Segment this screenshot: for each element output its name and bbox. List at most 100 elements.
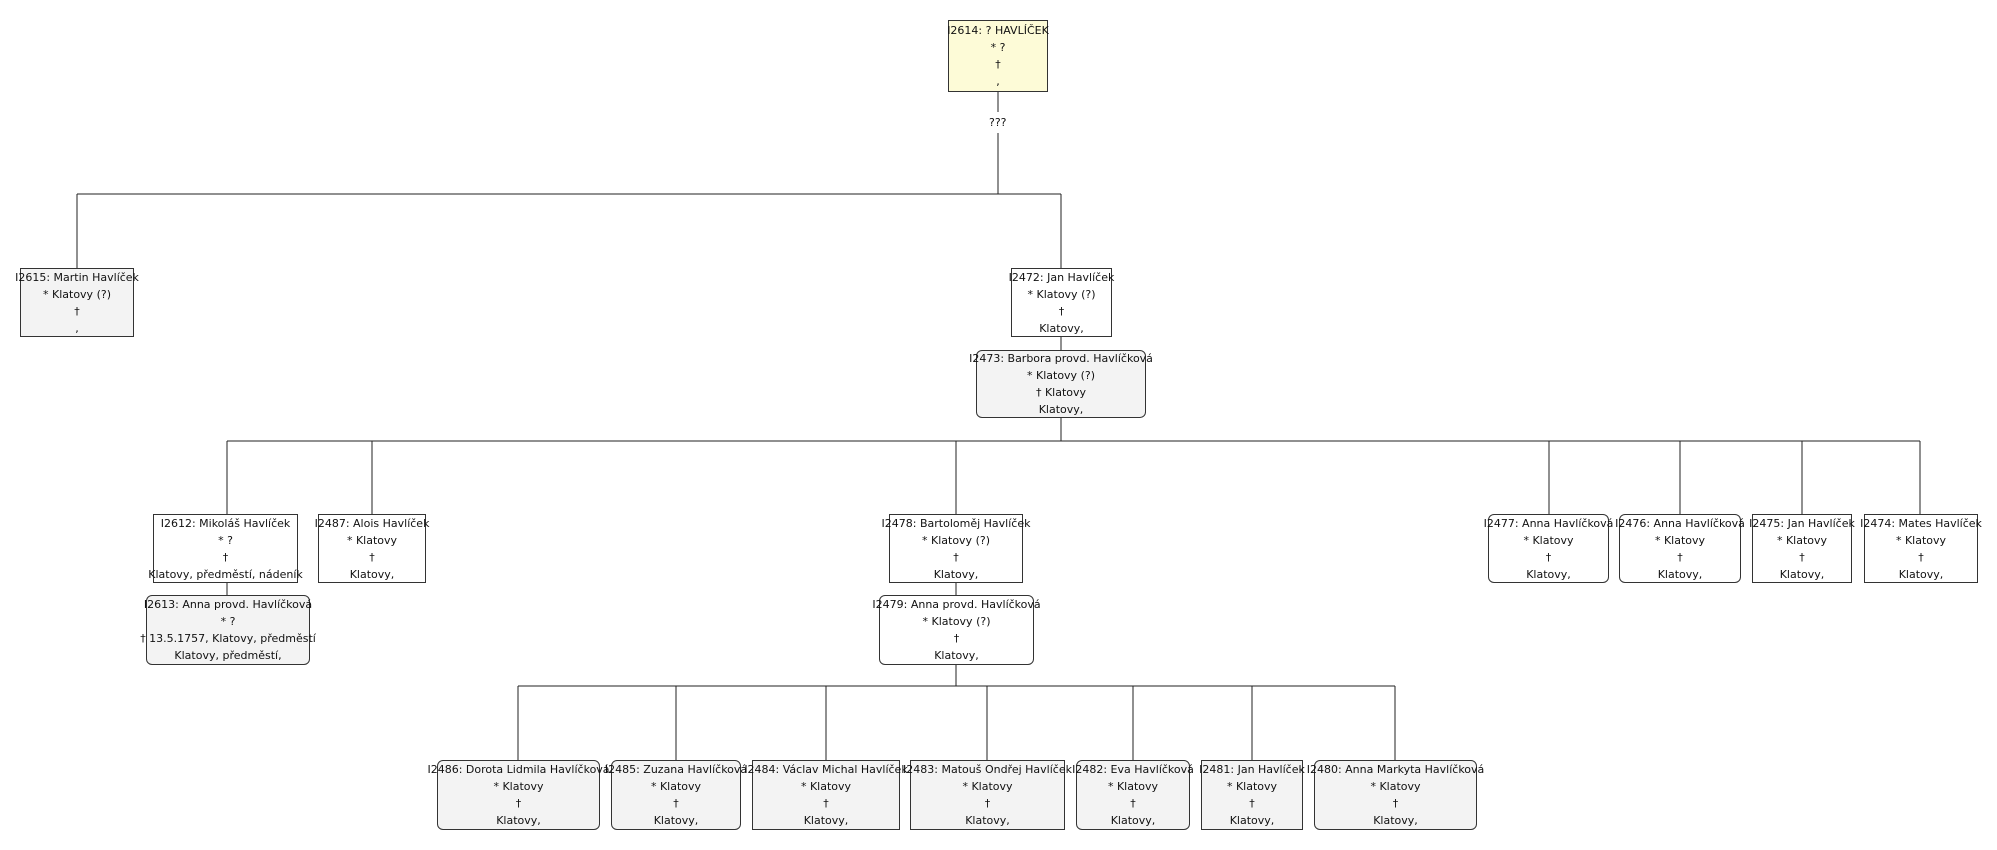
person-death: † <box>953 550 959 564</box>
person-birth: * Klatovy <box>1523 533 1574 547</box>
person-birth: * Klatovy <box>1776 533 1828 547</box>
person-box-I2476[interactable]: I2476: Anna Havlíčková * Klatovy † Klato… <box>1615 514 1745 583</box>
person-name: I2481: Jan Havlíček <box>1199 763 1305 776</box>
person-name: I2615: Martin Havlíček <box>15 270 139 284</box>
person-box-I2483[interactable]: I2483: Matouš Ondřej Havlíček * Klatovy … <box>903 760 1072 830</box>
person-birth: * Klatovy <box>1895 533 1947 547</box>
person-death: † Klatovy <box>1035 386 1087 399</box>
person-extra: Klatovy, <box>349 567 395 581</box>
person-box-I2475[interactable]: I2475: Jan Havlíček * Klatovy † Klatovy, <box>1749 514 1855 583</box>
person-birth: * Klatovy <box>1370 780 1421 793</box>
person-name: I2479: Anna provd. Havlíčková <box>872 598 1041 611</box>
person-death: † <box>1058 304 1065 318</box>
person-extra: Klatovy, <box>496 814 541 827</box>
person-birth: * ? <box>218 533 233 547</box>
person-death: † <box>222 550 229 564</box>
person-name: I2482: Eva Havlíčková <box>1072 763 1194 776</box>
person-name: I2473: Barbora provd. Havlíčková <box>969 352 1153 365</box>
person-box-I2478[interactable]: I2478: Bartoloměj Havlíček * Klatovy (?)… <box>882 514 1030 583</box>
person-box-I2485[interactable]: I2485: Zuzana Havlíčková * Klatovy † Kla… <box>605 760 747 830</box>
person-extra: Klatovy, <box>934 649 979 662</box>
person-extra: Klatovy, <box>1526 567 1571 581</box>
person-death: † <box>1392 797 1399 810</box>
person-extra: Klatovy, <box>803 814 849 827</box>
root-family-label: ??? <box>989 116 1007 129</box>
person-name: I2480: Anna Markyta Havlíčková <box>1306 763 1485 776</box>
person-name: I2614: ? HAVLÍČEK <box>947 24 1049 37</box>
person-name: I2472: Jan Havlíček <box>1008 270 1115 284</box>
person-extra: Klatovy, <box>1229 814 1275 827</box>
person-death: † <box>673 797 679 810</box>
person-name: I2612: Mikoláš Havlíček <box>160 516 291 530</box>
person-death: † <box>953 632 960 645</box>
person-name: I2483: Matouš Ondřej Havlíček <box>903 763 1072 776</box>
person-extra: Klatovy, <box>653 814 699 827</box>
person-extra: Klatovy, <box>933 567 979 581</box>
person-birth: * Klatovy <box>346 533 398 547</box>
person-birth: * Klatovy <box>1226 780 1278 793</box>
person-extra: , <box>75 321 79 335</box>
person-box-I2613[interactable]: I2613: Anna provd. Havlíčková * ? † 13.5… <box>140 595 316 665</box>
person-death: † <box>1799 550 1805 564</box>
person-birth: * Klatovy <box>1107 780 1159 793</box>
person-death: † <box>74 304 80 318</box>
person-extra: , <box>996 75 1000 88</box>
person-death: † <box>995 58 1001 71</box>
person-extra: Klatovy, předměstí, nádeník <box>148 567 303 581</box>
person-birth: * Klatovy <box>493 780 544 793</box>
person-birth: * ? <box>220 615 236 628</box>
person-birth: * Klatovy (?) <box>1027 369 1095 382</box>
person-box-I2474[interactable]: I2474: Mates Havlíček * Klatovy † Klatov… <box>1860 514 1982 583</box>
person-extra: Klatovy, <box>1779 567 1825 581</box>
person-name: I2476: Anna Havlíčková <box>1615 516 1745 530</box>
person-extra: Klatovy, <box>1657 567 1703 581</box>
person-box-I2484[interactable]: I2484: Václav Michal Havlíček * Klatovy … <box>744 760 908 830</box>
person-birth: * ? <box>990 41 1006 54</box>
person-death: † 13.5.1757, Klatovy, předměstí <box>140 632 316 645</box>
person-name: I2486: Dorota Lidmila Havlíčková <box>427 763 610 776</box>
person-extra: Klatovy, <box>1038 403 1084 416</box>
person-name: I2484: Václav Michal Havlíček <box>744 763 908 776</box>
person-death: † <box>984 797 991 810</box>
person-death: † <box>1545 550 1552 564</box>
person-death: † <box>515 797 522 810</box>
person-box-I2486[interactable]: I2486: Dorota Lidmila Havlíčková * Klato… <box>427 760 610 830</box>
person-name: I2474: Mates Havlíček <box>1860 516 1982 530</box>
person-birth: * Klatovy <box>650 780 702 793</box>
person-box-I2487[interactable]: I2487: Alois Havlíček * Klatovy † Klatov… <box>315 514 429 583</box>
person-birth: * Klatovy (?) <box>1027 287 1096 301</box>
person-death: † <box>1130 797 1136 810</box>
person-name: I2477: Anna Havlíčková <box>1483 516 1614 530</box>
person-box-I2477[interactable]: I2477: Anna Havlíčková * Klatovy † Klato… <box>1484 514 1613 583</box>
person-box-I2472[interactable]: I2472: Jan Havlíček * Klatovy (?) † Klat… <box>1008 268 1115 337</box>
person-extra: Klatovy, <box>1898 567 1944 581</box>
person-name: I2487: Alois Havlíček <box>314 516 430 530</box>
person-birth: * Klatovy <box>962 780 1013 793</box>
person-box-I2473[interactable]: I2473: Barbora provd. Havlíčková * Klato… <box>969 350 1153 418</box>
person-death: † <box>1918 550 1924 564</box>
person-birth: * Klatovy <box>1654 533 1706 547</box>
person-death: † <box>823 797 829 810</box>
person-box-I2615[interactable]: I2615: Martin Havlíček * Klatovy (?) † , <box>15 268 139 337</box>
person-box-I2479[interactable]: I2479: Anna provd. Havlíčková * Klatovy … <box>872 595 1041 665</box>
person-death: † <box>1677 550 1683 564</box>
person-birth: * Klatovy (?) <box>922 615 991 628</box>
person-birth: * Klatovy (?) <box>922 533 990 547</box>
person-box-I2480[interactable]: I2480: Anna Markyta Havlíčková * Klatovy… <box>1307 760 1484 830</box>
person-box-I2612[interactable]: I2612: Mikoláš Havlíček * ? † Klatovy, p… <box>148 514 303 583</box>
person-birth: * Klatovy (?) <box>43 287 111 301</box>
person-box-I2614[interactable]: I2614: ? HAVLÍČEK * ? † , <box>947 20 1049 92</box>
person-birth: * Klatovy <box>800 780 852 793</box>
person-name: I2478: Bartoloměj Havlíček <box>881 516 1031 530</box>
person-name: I2613: Anna provd. Havlíčková <box>143 598 313 611</box>
person-name: I2475: Jan Havlíček <box>1749 516 1855 530</box>
person-extra: Klatovy, <box>1039 321 1084 335</box>
person-extra: Klatovy, <box>965 814 1010 827</box>
person-box-I2482[interactable]: I2482: Eva Havlíčková * Klatovy † Klatov… <box>1072 760 1194 830</box>
person-extra: Klatovy, předměstí, <box>174 649 282 662</box>
person-death: † <box>1249 797 1255 810</box>
person-extra: Klatovy, <box>1373 814 1418 827</box>
person-death: † <box>369 550 375 564</box>
person-box-I2481[interactable]: I2481: Jan Havlíček * Klatovy † Klatovy, <box>1199 760 1305 830</box>
